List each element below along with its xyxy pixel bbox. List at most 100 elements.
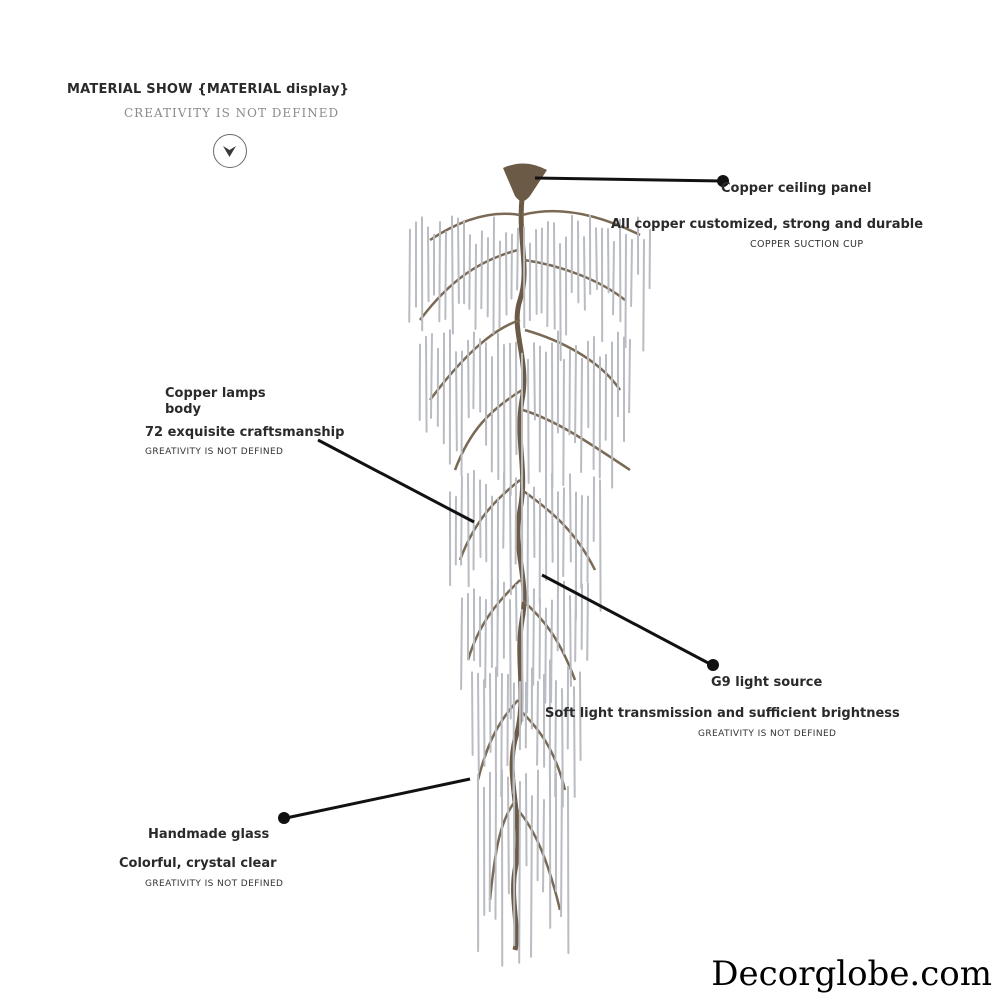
crystal-strand: [551, 472, 554, 563]
crystal-strand: [460, 597, 463, 691]
page-title: MATERIAL SHOW {MATERIAL display}: [67, 82, 350, 97]
callout-light-source-line2: GREATIVITY IS NOT DEFINED: [698, 729, 837, 739]
crystal-strand: [521, 608, 524, 722]
crystal-strand: [586, 582, 589, 662]
crystal-strand: [516, 227, 519, 291]
crystal-strand: [569, 594, 572, 687]
crystal-strand: [509, 490, 512, 596]
crystal-strand: [536, 680, 539, 766]
crystal-strand: [562, 487, 565, 577]
leader-line-light-source: [541, 573, 713, 667]
crystal-strand: [579, 671, 582, 762]
leader-line-ceiling: [534, 176, 723, 183]
brand-watermark: Decorglobe.com: [711, 954, 992, 994]
crystal-strand: [438, 221, 441, 323]
crystal-strand: [518, 780, 521, 964]
crystal-strand: [460, 475, 463, 566]
crystal-strand: [580, 357, 583, 473]
callout-glass-line1: Colorful, crystal clear: [119, 856, 277, 871]
callout-lamp-body-line2: GREATIVITY IS NOT DEFINED: [145, 447, 284, 457]
callout-lamp-body-title-1: Copper lamps: [165, 386, 266, 401]
crystal-strand: [467, 339, 470, 419]
callout-glass-line2: GREATIVITY IS NOT DEFINED: [145, 879, 284, 889]
callout-ceiling-title: Copper ceiling panel: [721, 181, 872, 196]
crystal-strand: [474, 243, 477, 330]
crystal-strand: [494, 771, 497, 920]
crystal-strand: [630, 238, 633, 308]
crystal-strand: [583, 236, 586, 311]
leader-lines: [285, 176, 723, 820]
crystal-strand: [542, 798, 545, 893]
crystal-strand: [498, 240, 501, 329]
crystal-strand: [489, 672, 492, 754]
ceiling-canopy: [503, 163, 547, 201]
crystal-strand: [509, 599, 512, 720]
crystal-strand: [574, 344, 577, 444]
crystal-strand: [430, 333, 433, 419]
callout-light-source-title: G9 light source: [711, 675, 823, 690]
crystal-strand: [477, 672, 480, 772]
crystal-strand: [573, 686, 576, 798]
crystal-strand: [510, 233, 513, 300]
crystal-strand: [550, 599, 553, 704]
crystal-strand: [455, 351, 458, 452]
crystal-strand: [527, 358, 530, 485]
crystal-strand: [559, 243, 562, 362]
crystal-strand: [451, 215, 454, 335]
callout-glass-title: Handmade glass: [148, 827, 270, 842]
callout-light-source-line1: Soft light transmission and sufficient b…: [545, 706, 900, 721]
crystal-strand: [599, 479, 602, 612]
crystal-strand: [468, 234, 471, 310]
crystal-strand: [532, 588, 535, 686]
crystal-strand: [509, 342, 512, 496]
crystal-strand: [457, 217, 460, 304]
crystal-strand: [427, 226, 430, 303]
leader-dot-light-source: [707, 659, 719, 671]
crystal-strand: [612, 240, 615, 316]
crystal-strand: [480, 230, 483, 310]
crystal-strand: [595, 227, 598, 291]
crystal-strand: [515, 584, 518, 642]
crystal-strand: [553, 222, 556, 330]
crystal-strand: [568, 349, 571, 436]
crystal-strand: [484, 598, 487, 689]
crystal-strand: [496, 579, 499, 678]
crystal-strand: [569, 473, 572, 563]
callout-ceiling-line1: All copper customized, strong and durabl…: [611, 217, 924, 232]
leader-dot-glass: [278, 812, 290, 824]
crystal-strand: [544, 607, 547, 704]
callout-ceiling-line2: Copper suction cup: [750, 239, 864, 250]
crystal-strand: [492, 216, 495, 335]
crystal-strand: [526, 596, 529, 714]
crystal-strand: [574, 581, 577, 662]
crystal-strand: [512, 682, 515, 795]
crystal-strand: [642, 238, 645, 352]
crystal-strand: [444, 230, 447, 320]
crystal-strand: [533, 342, 536, 421]
crystal-strand: [535, 228, 538, 315]
crystal-strand: [471, 671, 474, 756]
leader-dot-ceiling: [717, 175, 729, 187]
crystal-strand: [502, 471, 505, 549]
crystal-strand: [607, 228, 610, 294]
crystal-strand: [425, 335, 428, 433]
crystal-strand: [507, 776, 510, 895]
page-subtitle: CREATIVITY IS NOT DEFINED: [124, 106, 340, 120]
crystal-strand: [472, 331, 475, 410]
crystal-strand: [546, 221, 549, 328]
leader-dots: [278, 175, 729, 824]
crystal-strand: [467, 472, 470, 588]
crystal-strand: [562, 358, 565, 487]
crystal-strand: [586, 495, 589, 583]
crystal-strand: [580, 494, 583, 589]
chevron-down-icon[interactable]: [213, 134, 247, 168]
crystal-strand: [506, 673, 509, 767]
crystal-strand: [408, 228, 411, 323]
crystal-strand: [624, 233, 627, 349]
crystal-strand: [505, 232, 508, 316]
leader-line-glass: [285, 777, 471, 820]
crystal-strand: [530, 795, 533, 958]
callout-lamp-body-title-2: body: [165, 402, 202, 417]
callout-lamp-body-line1: 72 exquisite craftsmanship: [145, 425, 345, 440]
